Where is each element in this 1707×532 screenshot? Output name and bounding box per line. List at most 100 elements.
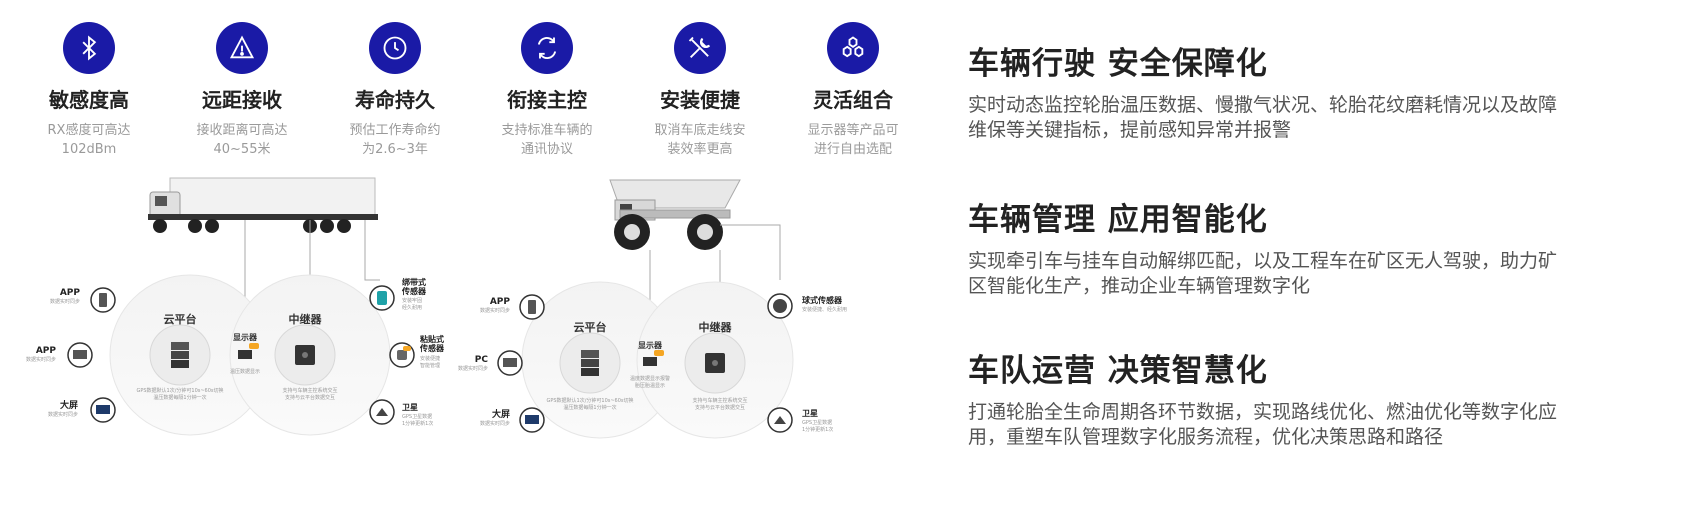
tools-icon — [674, 22, 726, 74]
client-pc: PC 数据实时同步 — [458, 350, 523, 376]
feature-title: 寿命持久 — [355, 88, 435, 112]
monitor-icon — [73, 350, 87, 359]
svg-text:安装便捷、经久耐用: 安装便捷、经久耐用 — [802, 306, 847, 313]
highlight-operations: 车队运营 决策智慧化 打通轮胎全生命周期各环节数据，实现路线优化、燃油优化等数字… — [968, 345, 1668, 450]
svg-text:数据实时同步: 数据实时同步 — [480, 420, 510, 427]
client-app: APP 数据实时同步 — [480, 294, 545, 320]
svg-text:智能管理: 智能管理 — [420, 362, 440, 369]
display-label: 显示器 — [638, 341, 663, 350]
svg-text:1分钟更新1次: 1分钟更新1次 — [802, 426, 833, 433]
highlight-desc: 实时动态监控轮胎温压数据、慢撒气状况、轮胎花纹磨耗情况以及故障维保等关键指标，提… — [968, 94, 1558, 141]
highlight-title: 车队运营 决策智慧化 — [968, 353, 1268, 389]
display-label: 显示器 — [233, 333, 258, 342]
svg-text:GPS卫星数据: GPS卫星数据 — [402, 413, 432, 420]
feature-title: 敏感度高 — [49, 88, 129, 112]
phone-icon — [99, 293, 107, 307]
feature-flexible: 灵活组合 显示器等产品可进行自由选配 — [783, 22, 923, 159]
feature-integration: 衔接主控 支持标准车辆的通讯协议 — [477, 22, 617, 159]
relay-box-icon — [295, 345, 315, 365]
ball-sensor-icon — [773, 299, 787, 313]
bluetooth-icon — [63, 22, 115, 74]
svg-text:数据实时同步: 数据实时同步 — [458, 365, 488, 372]
diagram-right: 云平台 中继器 显示器 温度数据显示报警 胎压胎温显示 GPS数据默认1次/分钟… — [458, 179, 847, 439]
client-app: APP 数据实时同步 — [26, 342, 93, 368]
display-device-icon — [238, 343, 259, 359]
display-note: 胎压胎温显示 — [635, 382, 665, 389]
feature-desc: 取消车底走线安装效率更高 — [654, 123, 746, 157]
endpoint-satellite: 卫星 GPS卫星数据 1分钟更新1次 — [369, 399, 433, 427]
client-big-screen: 大屏 数据实时同步 — [480, 407, 545, 433]
svg-text:球式传感器: 球式传感器 — [802, 295, 843, 305]
svg-text:绑带式: 绑带式 — [402, 277, 426, 287]
cloud-label: 云平台 — [164, 312, 197, 326]
display-note: 温度数据显示报警 — [630, 375, 670, 382]
sync-icon — [521, 22, 573, 74]
feature-title: 远距接收 — [202, 88, 282, 112]
highlight-desc: 打通轮胎全生命周期各环节数据，实现路线优化、燃油优化等数字化应用，重塑车队管理数… — [968, 401, 1558, 448]
relay-note: 支持与云平台数据交互 — [285, 394, 335, 401]
endpoint-strap-sensor: 绑带式 传感器 安装牢固 经久耐用 — [369, 277, 427, 311]
relay-note: 支持与车辆主控系统交互 — [692, 397, 747, 404]
cloud-label: 云平台 — [574, 320, 607, 334]
signal-range-icon — [216, 22, 268, 74]
endpoint-satellite: 卫星 GPS卫星数据 1分钟更新1次 — [767, 407, 833, 433]
server-icon — [581, 350, 599, 376]
relay-note: 支持与车辆主控系统交互 — [282, 387, 337, 394]
relay-label: 中继器 — [289, 312, 323, 326]
semi-truck-image — [148, 177, 378, 233]
strap-sensor-icon — [377, 291, 387, 305]
svg-text:PC: PC — [475, 355, 489, 365]
system-architecture-diagram: 云平台 中继器 显示器 温压数据显示 GPS数据默认1次/分钟可10s~60s切… — [20, 170, 920, 520]
svg-text:数据实时同步: 数据实时同步 — [50, 298, 80, 305]
server-icon — [171, 342, 189, 368]
display-note: 温压数据显示 — [230, 368, 260, 375]
svg-text:安装便捷: 安装便捷 — [420, 355, 440, 362]
svg-text:APP: APP — [36, 346, 57, 356]
clock-icon — [369, 22, 421, 74]
big-screen-icon — [96, 405, 110, 414]
svg-text:APP: APP — [490, 297, 511, 307]
svg-text:卫星: 卫星 — [802, 408, 818, 418]
endpoint-ball-sensor: 球式传感器 安装便捷、经久耐用 — [767, 293, 847, 319]
feature-desc: 支持标准车辆的通讯协议 — [501, 123, 593, 157]
cloud-note: GPS数据默认1次/分钟可10s~60s切换 — [546, 397, 633, 404]
feature-desc: 预估工作寿命约为2.6~3年 — [349, 123, 441, 157]
svg-text:大屏: 大屏 — [60, 399, 78, 411]
svg-text:数据实时同步: 数据实时同步 — [480, 307, 510, 314]
svg-text:数据实时同步: 数据实时同步 — [26, 356, 56, 363]
relay-label: 中继器 — [699, 320, 733, 334]
svg-text:安装牢固: 安装牢固 — [402, 297, 422, 304]
satellite-icon — [774, 416, 786, 424]
phone-icon — [528, 300, 536, 314]
client-app: APP 数据实时同步 — [50, 287, 116, 313]
feature-desc: 显示器等产品可进行自由选配 — [807, 123, 899, 157]
cloud-note: GPS数据默认1次/分钟可10s~60s切换 — [136, 387, 223, 394]
feature-lifetime: 寿命持久 预估工作寿命约为2.6~3年 — [325, 22, 465, 159]
client-big-screen: 大屏 数据实时同步 — [48, 397, 116, 423]
cloud-note: 温压数据每隔1分钟一次 — [563, 404, 616, 411]
svg-text:1分钟更新1次: 1分钟更新1次 — [402, 420, 433, 427]
svg-text:粘贴式: 粘贴式 — [419, 334, 444, 344]
monitor-icon — [503, 358, 517, 367]
stick-sensor-icon — [397, 350, 407, 360]
svg-text:APP: APP — [60, 288, 81, 298]
diagram-left: 云平台 中继器 显示器 温压数据显示 GPS数据默认1次/分钟可10s~60s切… — [26, 177, 445, 436]
highlight-management: 车辆管理 应用智能化 实现牵引车与挂车自动解绑匹配，以及工程车在矿区无人驾驶，助… — [968, 194, 1668, 299]
endpoint-stick-sensor: 粘贴式 传感器 安装便捷 智能管理 — [389, 334, 445, 369]
cloud-note: 温压数据每隔1分钟一次 — [153, 394, 206, 401]
big-screen-icon — [525, 415, 539, 424]
svg-text:大屏: 大屏 — [492, 408, 510, 420]
highlight-desc: 实现牵引车与挂车自动解绑匹配，以及工程车在矿区无人驾驶，助力矿区智能化生产，推动… — [968, 250, 1558, 297]
satellite-icon — [376, 408, 388, 416]
highlight-safety: 车辆行驶 安全保障化 实时动态监控轮胎温压数据、慢撒气状况、轮胎花纹磨耗情况以及… — [968, 38, 1668, 143]
highlight-title: 车辆管理 应用智能化 — [968, 202, 1268, 238]
svg-text:数据实时同步: 数据实时同步 — [48, 411, 78, 418]
relay-note: 支持与云平台数据交互 — [695, 404, 745, 411]
modules-icon — [827, 22, 879, 74]
feature-title: 衔接主控 — [507, 88, 587, 112]
svg-text:卫星: 卫星 — [402, 402, 418, 412]
highlight-title: 车辆行驶 安全保障化 — [968, 46, 1268, 82]
